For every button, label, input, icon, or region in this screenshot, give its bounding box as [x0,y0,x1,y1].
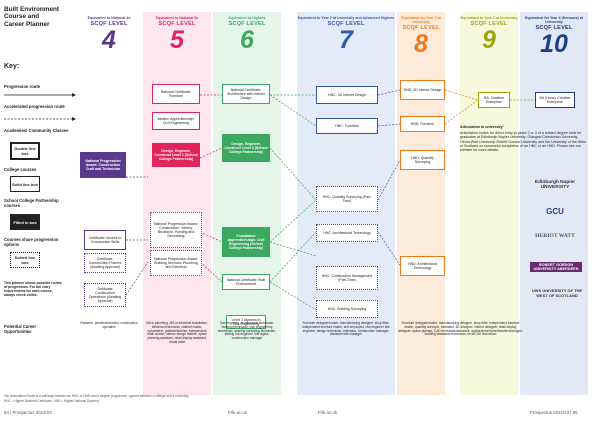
key-progression-label: Progression route [4,84,41,89]
key-options-label: Courses share progression options [4,237,59,247]
key-school-label: School College Partnership courses [4,198,59,208]
level-10-header: Equivalent for Year 4 (Honours) at Unive… [525,16,583,59]
key-college-label: College courses [4,167,37,172]
course-l4-construction-operations[interactable]: Certificate: Construction Operations (Aw… [84,283,126,307]
course-l7-furniture[interactable]: HNC: Furniture [316,118,378,134]
footnote-abbreviations: HNC = Higher National Certificate, HND =… [4,399,99,403]
legend-filled-box: Filled in box [10,214,40,230]
footer-right-page: Prospectus 2022/23 | 85 [530,410,578,415]
course-l7-3d-interior[interactable]: HNC: 3D Interior Design [316,86,378,104]
level-7-header: Equivalent to Year 1 at University and A… [297,16,395,55]
logo-robert-gordon: ROBERT GORDON UNIVERSITY ABERDEEN [530,262,582,272]
course-l4-access-construction[interactable]: Certificate: Access to Construction Skil… [84,230,126,250]
level-6-header: Equivalent to Highers SCQF LEVEL 6 [228,16,266,55]
career-level-7: Furniture designer/maker, manufacturing … [302,321,390,337]
footer-url-right[interactable]: Fife.ac.uk [318,410,338,415]
page-title: Built Environment Course and Career Plan… [4,6,60,28]
course-l5-furniture[interactable]: National Certificate: Furniture [152,84,200,104]
column-bg-level-8 [397,12,445,395]
course-l4-construction-craft[interactable]: National Progression Award: Construction… [80,152,126,178]
level-8-header: Equivalent for Year 2 at University SCQF… [401,16,441,59]
accelerated-arrow-icon [4,117,76,121]
course-l6-gas-engineering[interactable]: Level 3 Diploma in Gas Engineering [226,315,266,329]
level-4-header: Equivalent to National 4s SCQF LEVEL 4 [87,16,131,55]
course-l6-built-environment[interactable]: National Certificate: Built Environment [222,274,270,290]
key-academies-label: Academies/ Community Classes [4,128,69,133]
key-note: This planner shows possible routes of pr… [4,281,62,297]
career-level-8: Furniture designer/maker, manufacturing … [398,321,523,337]
course-l5-building-services[interactable]: National Progression Award: Building Ser… [150,250,202,276]
articulation-text: Articulation routes for direct entry to … [460,131,586,153]
course-l7-building-surveying[interactable]: HNC: Building Surveying [316,300,378,318]
career-level-5: MA in plumbing, MA in electrical install… [146,321,208,344]
level-5-header: Equivalent to National 5s SCQF LEVEL 5 [155,16,199,55]
course-l8-furniture[interactable]: HND: Furniture [400,116,445,132]
articulation-heading: Articulation to university* [460,125,504,129]
legend-solid-box: Solid line box [10,176,40,192]
footer-url-left[interactable]: Fife.ac.uk [228,410,248,415]
key-careers-label: Potential Career Opportunities [4,324,37,334]
column-bg-level-9 [460,12,518,395]
course-l6-foundation-apprenticeships[interactable]: Foundation Apprenticeships: Civil Engine… [222,227,270,257]
legend-double-box: Double line box [10,142,40,160]
logo-uws: UWS UNIVERSITY OF THE WEST OF SCOTLAND [531,288,583,298]
course-l8-architectural-technology[interactable]: HND: Architectural Technology [400,256,445,276]
key-heading: Key: [4,63,20,70]
progression-arrow-icon [4,93,76,97]
logo-heriot-watt: HERIOT WATT [535,233,575,239]
course-l5-dec-level-1[interactable]: Design, Engineer, Construct Level 1 (Sch… [152,143,200,167]
key-accelerated-label: Accelerated progression route [4,104,65,109]
course-l7-construction-management[interactable]: HNC: Construction Management (Part-Time) [316,266,378,290]
course-l7-architectural-technology[interactable]: HNC: Architectural Technology [316,224,378,242]
course-l10-creative-enterprise[interactable]: BA (Hons): Creative Enterprise [535,92,575,108]
course-l6-dec-level-2[interactable]: Design, Engineer, Construct Level 2 (Sch… [222,134,270,162]
column-bg-level-5 [143,12,211,395]
course-l6-architecture[interactable]: National Certificate: Architecture with … [222,84,270,104]
footnote-articulation: *An Articulation Route is a pathway betw… [4,394,190,398]
logo-edinburgh-napier: Edinburgh Napier UNIVERSITY [534,180,576,190]
course-l5-civil-engineering[interactable]: Modern Apprenticeship: Civil Engineering [152,112,200,130]
column-bg-level-10 [520,12,588,395]
course-l8-quantity-surveying[interactable]: HND: Quantity Surveying [400,150,445,170]
logo-gcu: GCU [546,207,564,216]
footer-left-page: 84 | Prospectus 2022/23 [4,410,52,415]
level-9-header: Equivalent to Year 3 at University SCQF … [460,16,518,55]
course-l9-creative-enterprise[interactable]: BA: Creative Enterprise [478,92,510,108]
career-level-6: Gas engineer, architectural technician, … [218,321,276,341]
course-l4-construction-futures[interactable]: Certificate: Construction Futures (Await… [84,253,126,273]
course-l5-joinery-brickwork[interactable]: National Progression Award: Construction… [150,212,202,248]
career-level-4: Plasterer, painter/decorator, constructi… [80,321,138,329]
legend-dotted-box: Dotted line box [10,252,40,268]
course-l8-3d-interior[interactable]: HND: 3D Interior Design [400,80,445,100]
column-bg-level-6 [213,12,281,395]
course-l7-quantity-surveying[interactable]: HNC: Quantity Surveying (Part-Time) [316,186,378,212]
